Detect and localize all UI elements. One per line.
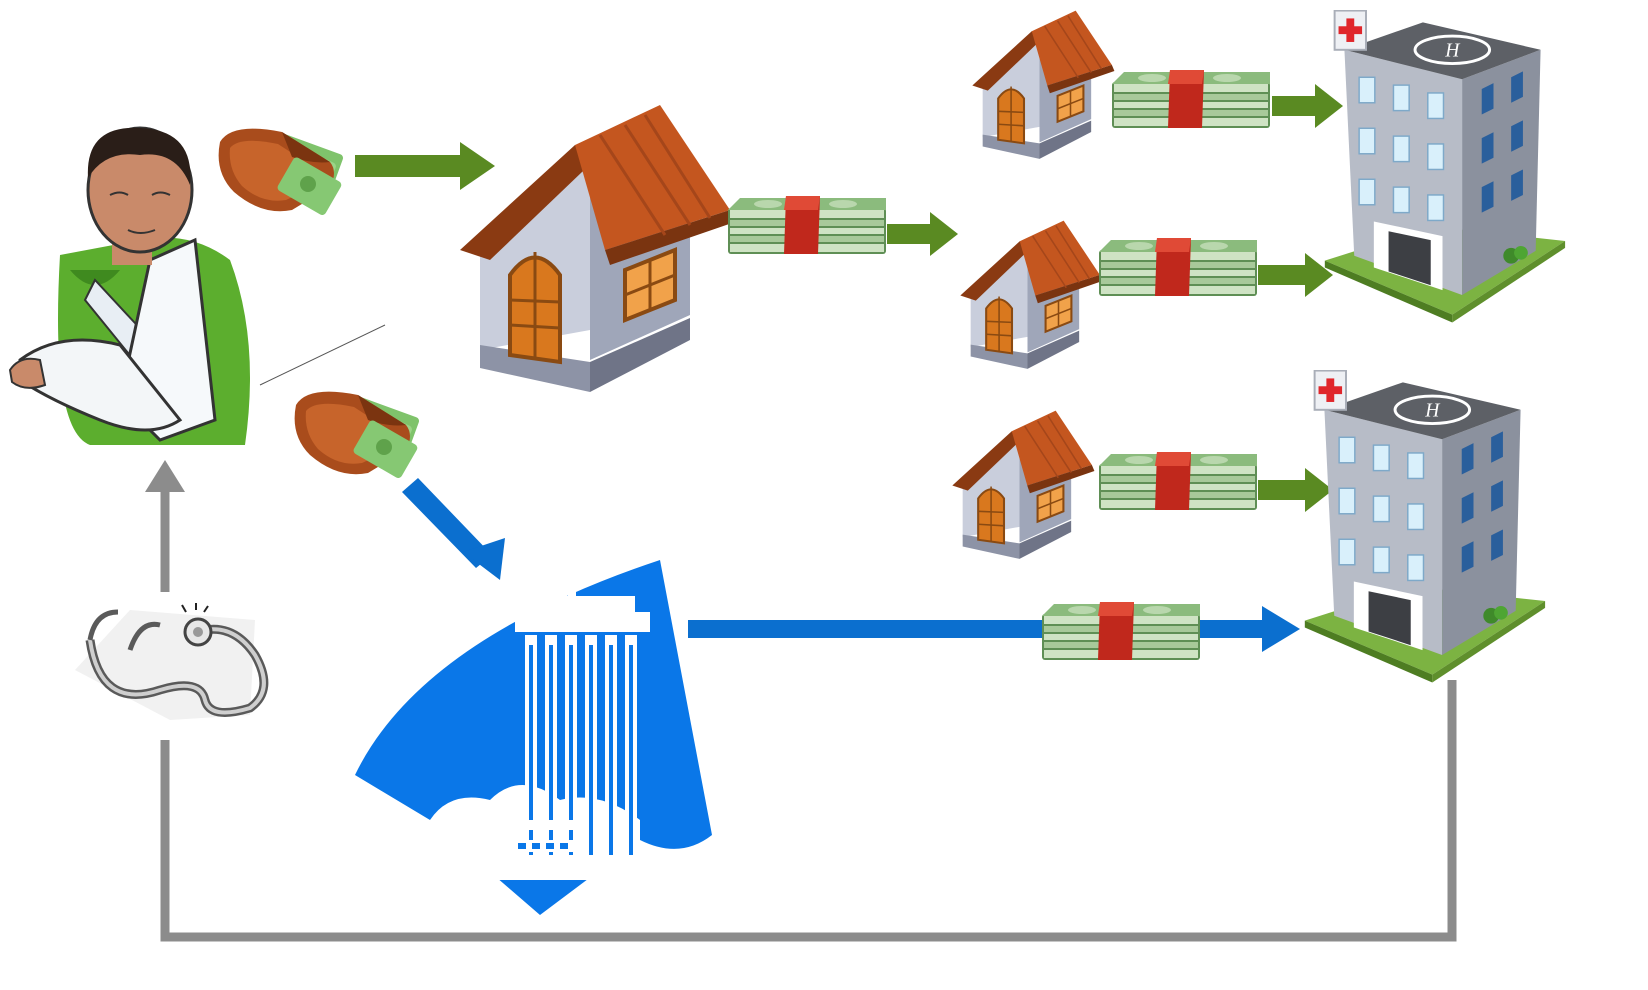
house-icon xyxy=(959,219,1104,370)
hospital-icon xyxy=(1323,10,1567,324)
divider-line xyxy=(259,324,386,386)
stethoscope-icon xyxy=(75,603,269,720)
arrow-government-to-hospital-2 xyxy=(688,606,1300,652)
money-stack-icon xyxy=(1042,602,1200,660)
green-arrows xyxy=(355,84,1343,512)
house-icon xyxy=(458,103,737,394)
wallet-icon xyxy=(218,128,345,217)
hospital-icon xyxy=(1303,370,1547,684)
arrow-insurer-to-house-2 xyxy=(887,212,958,256)
arrow-house-2-to-hospital-1 xyxy=(1258,253,1333,297)
care-loop-line xyxy=(145,460,1457,942)
money-stack-icon xyxy=(1112,70,1270,128)
arrow-patient-to-government xyxy=(402,478,505,580)
money-stack-icon xyxy=(1099,238,1257,296)
wallet-icon xyxy=(294,391,421,480)
arrow-house-3-to-hospital-2 xyxy=(1258,468,1333,512)
injured-patient-icon xyxy=(8,126,250,445)
arrow-house-1-to-hospital-1 xyxy=(1272,84,1343,128)
money-stack-icon xyxy=(728,196,886,254)
government-building-icon xyxy=(355,560,712,915)
house-icon xyxy=(971,9,1116,160)
blue-arrows xyxy=(402,478,1300,652)
up-arrow-head xyxy=(145,460,185,492)
arrow-patient-to-insurer xyxy=(355,142,495,190)
money-stack-icon xyxy=(1099,452,1257,510)
house-icon xyxy=(951,409,1096,560)
